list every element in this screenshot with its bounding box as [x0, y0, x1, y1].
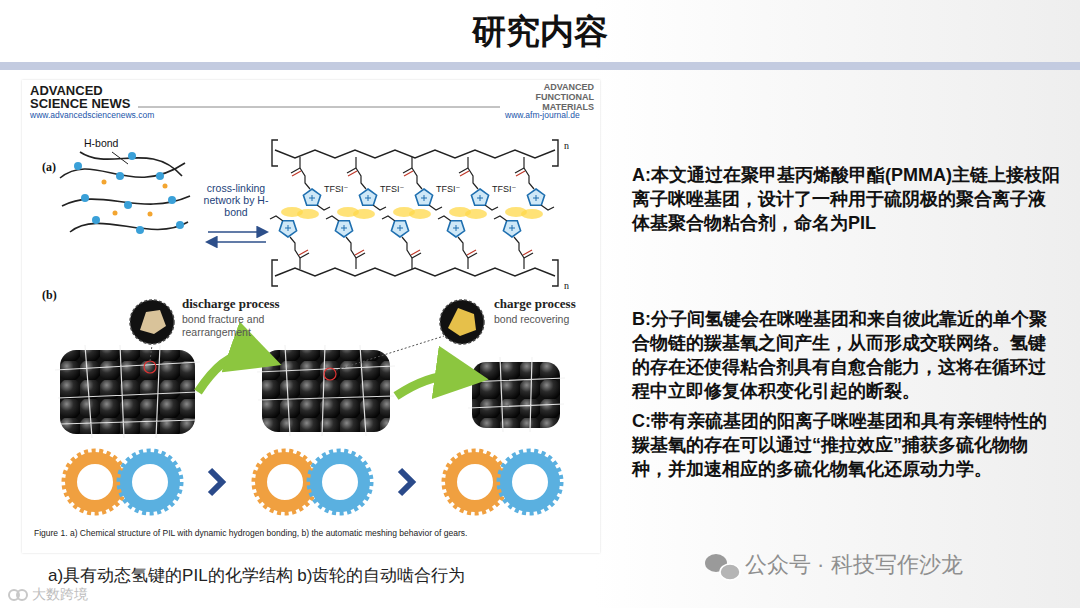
repeat-index: n — [564, 280, 569, 292]
journal-url: www.advancedsciencenews.com — [30, 110, 154, 120]
process-note: bond fracture and rearrangement — [182, 313, 310, 339]
figure-caption: a)具有动态氢键的PIL的化学结构 b)齿轮的自动啮合行为 — [48, 565, 465, 587]
anion-label: TFSI⁻ — [324, 184, 348, 195]
panel-letter: (b) — [42, 288, 57, 302]
journal-logo: ADVANCED SCIENCE NEWS — [30, 84, 138, 110]
title-bar — [0, 62, 1080, 70]
text-paragraph: B:分子间氢键会在咪唑基团和来自彼此靠近的单个聚合物链的羰基氧之间产生，从而形成… — [632, 307, 1062, 403]
watermark: 公众号 · 科技写作沙龙 — [745, 552, 963, 578]
repeat-index: n — [564, 140, 569, 152]
part-label: H-bond — [84, 137, 118, 150]
text-paragraph: C:带有亲硫基团的阳离子咪唑基团和具有亲锂特性的羰基氧的存在可以通过“推拉效应”… — [632, 409, 1062, 481]
arrow-label: cross-linking network by H-bond — [194, 182, 278, 218]
text-paragraph: A:本文通过在聚甲基丙烯酸甲酯(PMMA)主链上接枝阳离子咪唑基团，设计了一种用… — [632, 163, 1062, 235]
anion-label: TFSI⁻ — [436, 184, 460, 195]
figure-note: Figure 1. a) Chemical structure of PIL w… — [34, 528, 590, 539]
process-label: discharge process — [182, 296, 280, 312]
journal-url: www.afm-journal.de — [505, 110, 580, 120]
journal-logo: ADVANCED FUNCTIONAL MATERIALS — [520, 82, 594, 112]
slide-title: 研究内容 — [0, 10, 1080, 52]
process-note: bond recovering — [494, 313, 569, 326]
panel-letter: (a) — [42, 160, 56, 174]
watermark: 大数跨境 — [32, 586, 88, 603]
anion-label: TFSI⁻ — [380, 184, 404, 195]
process-label: charge process — [494, 296, 576, 312]
anion-label: TFSI⁻ — [492, 184, 516, 195]
